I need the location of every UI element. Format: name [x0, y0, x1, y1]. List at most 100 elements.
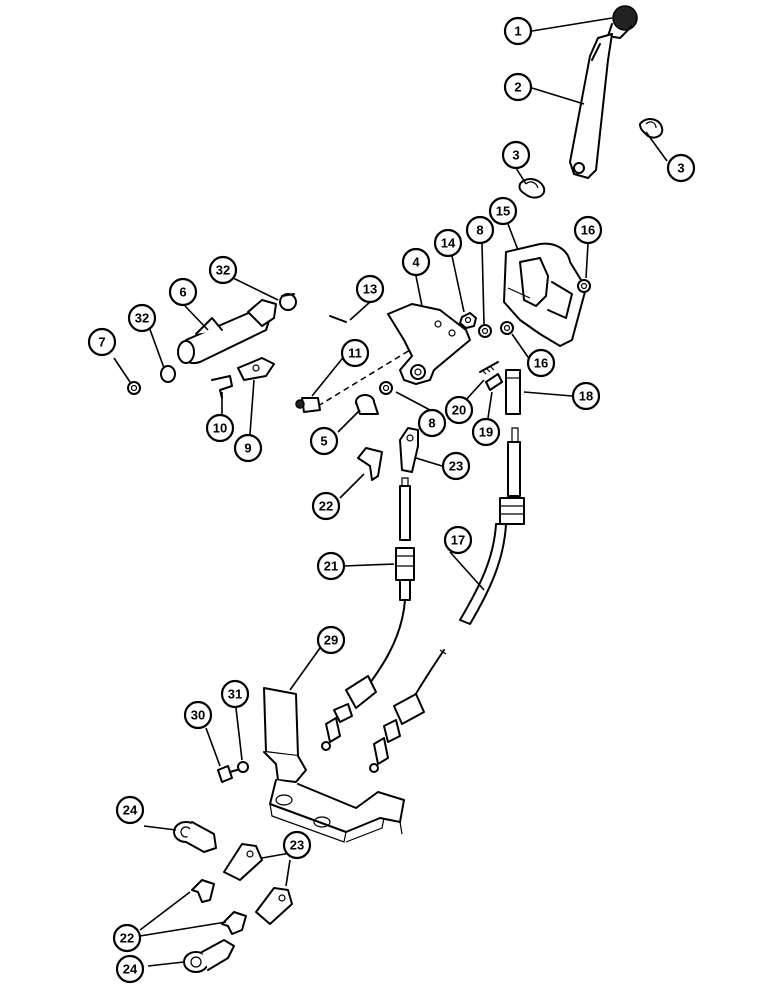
part-washer-8-lower [379, 381, 393, 395]
part-bushing-32-upper [279, 293, 297, 311]
svg-text:29: 29 [324, 633, 338, 648]
callout-18: 18 [571, 381, 601, 411]
part-mounting-bracket [263, 687, 405, 843]
part-clip-22-upper [357, 447, 383, 481]
part-cable-17 [459, 427, 525, 625]
callout-22: 22 [112, 923, 142, 953]
callout-15: 15 [488, 196, 518, 226]
part-washer-31 [237, 761, 249, 773]
svg-text:22: 22 [120, 931, 134, 946]
part-cable-21 [321, 477, 415, 751]
svg-text:24: 24 [123, 803, 138, 818]
part-knob [607, 5, 638, 39]
part-bushing-32-lower [160, 365, 176, 383]
part-bushing-5 [355, 394, 379, 415]
part-clevis-23-lower-2 [255, 887, 293, 925]
callout-3: 3 [666, 153, 696, 183]
svg-text:23: 23 [290, 838, 304, 853]
callout-7: 7 [87, 327, 117, 357]
callout-5: 5 [309, 426, 339, 456]
svg-text:2: 2 [514, 80, 521, 95]
svg-text:31: 31 [228, 687, 242, 702]
svg-text:15: 15 [496, 204, 510, 219]
part-cross-shaft [177, 299, 277, 364]
svg-text:3: 3 [677, 161, 684, 176]
callout-30: 30 [183, 700, 213, 730]
callout-8: 8 [465, 215, 495, 245]
svg-text:21: 21 [324, 559, 338, 574]
callout-2: 2 [503, 72, 533, 102]
svg-text:13: 13 [363, 282, 377, 297]
callout-24: 24 [115, 795, 145, 825]
part-nut-upper [577, 279, 591, 293]
callout-16: 16 [573, 215, 603, 245]
part-washer-7 [127, 381, 141, 395]
svg-text:32: 32 [216, 263, 230, 278]
svg-text:7: 7 [98, 335, 105, 350]
svg-text:24: 24 [123, 962, 138, 977]
callout-6: 6 [168, 277, 198, 307]
callout-10: 10 [205, 413, 235, 443]
callout-32: 32 [208, 255, 238, 285]
callout-14: 14 [433, 228, 463, 258]
svg-text:22: 22 [319, 499, 333, 514]
svg-text:11: 11 [348, 346, 362, 361]
svg-text:5: 5 [320, 434, 327, 449]
svg-text:32: 32 [135, 311, 149, 326]
part-clip-22-lower-2 [221, 911, 247, 935]
part-lever-24-upper [173, 821, 217, 853]
svg-text:19: 19 [479, 425, 493, 440]
callout-29: 29 [316, 625, 346, 655]
svg-text:23: 23 [449, 459, 463, 474]
callout-9: 9 [233, 433, 263, 463]
part-gate-bracket [503, 242, 587, 347]
callout-11: 11 [340, 338, 370, 368]
svg-text:6: 6 [179, 285, 186, 300]
callout-32: 32 [127, 303, 157, 333]
part-block-18 [505, 369, 521, 415]
part-control-lever [569, 33, 613, 179]
part-nut-14 [459, 312, 477, 329]
svg-text:17: 17 [451, 533, 465, 548]
callout-20: 20 [444, 395, 474, 425]
part-lever-24-lower [183, 939, 235, 973]
callout-1: 1 [503, 16, 533, 46]
callout-3: 3 [501, 140, 531, 170]
svg-text:9: 9 [244, 441, 251, 456]
part-pivot-bolt [295, 349, 411, 413]
svg-text:4: 4 [412, 255, 420, 270]
callout-19: 19 [471, 417, 501, 447]
svg-text:10: 10 [213, 421, 227, 436]
callout-13: 13 [355, 274, 385, 304]
svg-text:16: 16 [581, 223, 595, 238]
part-nut-lower [500, 321, 514, 335]
part-pin-19 [485, 373, 503, 391]
svg-text:20: 20 [452, 403, 466, 418]
part-clip-left [518, 178, 546, 199]
callout-4: 4 [401, 247, 431, 277]
callout-22: 22 [311, 491, 341, 521]
svg-text:3: 3 [512, 148, 519, 163]
part-clip-22-lower-1 [191, 879, 215, 903]
svg-text:30: 30 [191, 708, 205, 723]
svg-text:8: 8 [476, 223, 483, 238]
part-cable-lower [369, 649, 447, 773]
callout-8: 8 [417, 408, 447, 438]
callout-17: 17 [443, 525, 473, 555]
part-clip-10 [211, 375, 233, 399]
callout-31: 31 [220, 679, 250, 709]
part-washer-8-upper [478, 324, 492, 338]
callout-24: 24 [115, 954, 145, 984]
svg-text:14: 14 [441, 236, 456, 251]
svg-text:8: 8 [428, 416, 435, 431]
svg-text:18: 18 [579, 389, 593, 404]
callout-21: 21 [316, 551, 346, 581]
callout-23: 23 [282, 830, 312, 860]
part-pivot-plate [387, 303, 471, 385]
callout-23: 23 [441, 451, 471, 481]
svg-text:16: 16 [534, 356, 548, 371]
part-spring-20 [479, 361, 499, 375]
part-clevis-23-upper [399, 427, 419, 473]
part-clevis-23-lower-1 [223, 843, 263, 881]
